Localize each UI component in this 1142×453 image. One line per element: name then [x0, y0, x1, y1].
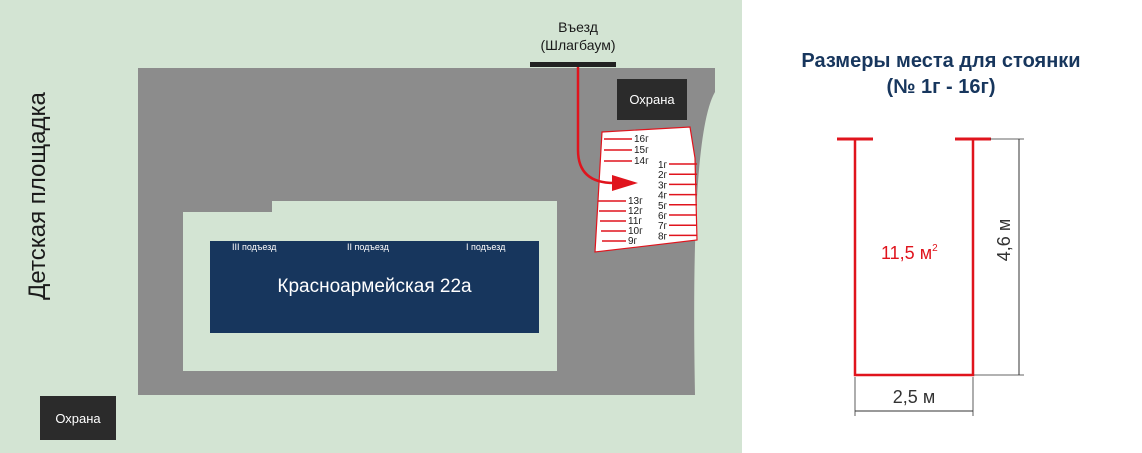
route-line	[576, 67, 615, 185]
parking-spot-label: 6г	[658, 211, 668, 222]
parking-spot-label: 2г	[658, 170, 668, 181]
area-value: 11,5 м	[881, 243, 932, 263]
parking-spot-label: 8г	[658, 231, 668, 242]
entry-label-line1: Въезд	[558, 19, 598, 35]
entry-label: Въезд (Шлагбаум)	[513, 18, 643, 54]
parking-spot-label: 9г	[628, 236, 638, 247]
parking-spot-label: 13г	[628, 196, 643, 207]
height-label: 4,6 м	[994, 219, 1014, 261]
diagram-title: Размеры места для стоянки (№ 1г - 16г)	[740, 48, 1142, 100]
entry-label-line2: (Шлагбаум)	[540, 37, 616, 53]
width-label: 2,5 м	[893, 387, 935, 407]
diagram-title-line1: Размеры места для стоянки	[801, 50, 1081, 72]
area-sup: 2	[932, 243, 938, 254]
guard-booth-bottom: Охрана	[40, 396, 116, 440]
parking-spot-label: 11г	[628, 216, 642, 227]
guard-booth-top: Охрана	[617, 79, 687, 120]
entrance-3: III подъезд	[232, 242, 277, 252]
spot-outline	[853, 139, 975, 377]
parking-spot-label: 14г	[634, 156, 649, 167]
parking-spot-label: 1г	[658, 160, 668, 171]
parking-spot-label: 15г	[634, 145, 649, 156]
diagram-title-line2: (№ 1г - 16г)	[886, 76, 996, 98]
parking-spot-lines	[598, 138, 697, 242]
spot-dimensions-diagram: 11,5 м2 2,5 м 4,6 м	[837, 137, 1024, 416]
area-label: 11,5 м2	[881, 243, 938, 263]
parking-spot-label: 10г	[628, 226, 643, 237]
parking-spot-label: 5г	[658, 201, 668, 212]
parking-spot-label: 7г	[658, 221, 668, 232]
route-arrow-head	[612, 175, 638, 191]
building: Красноармейская 22а	[210, 241, 539, 333]
parking-spot-label: 16г	[634, 134, 649, 145]
parking-spot-label: 12г	[628, 206, 643, 217]
building-label: Красноармейская 22а	[277, 276, 472, 297]
entrance-1: I подъезд	[466, 242, 506, 252]
barrier	[530, 62, 616, 67]
parking-spot-label: 3г	[658, 180, 668, 191]
playground-label: Детская площадка	[24, 92, 51, 300]
parking-spot-label: 4г	[658, 191, 668, 202]
entrance-2: II подъезд	[347, 242, 389, 252]
